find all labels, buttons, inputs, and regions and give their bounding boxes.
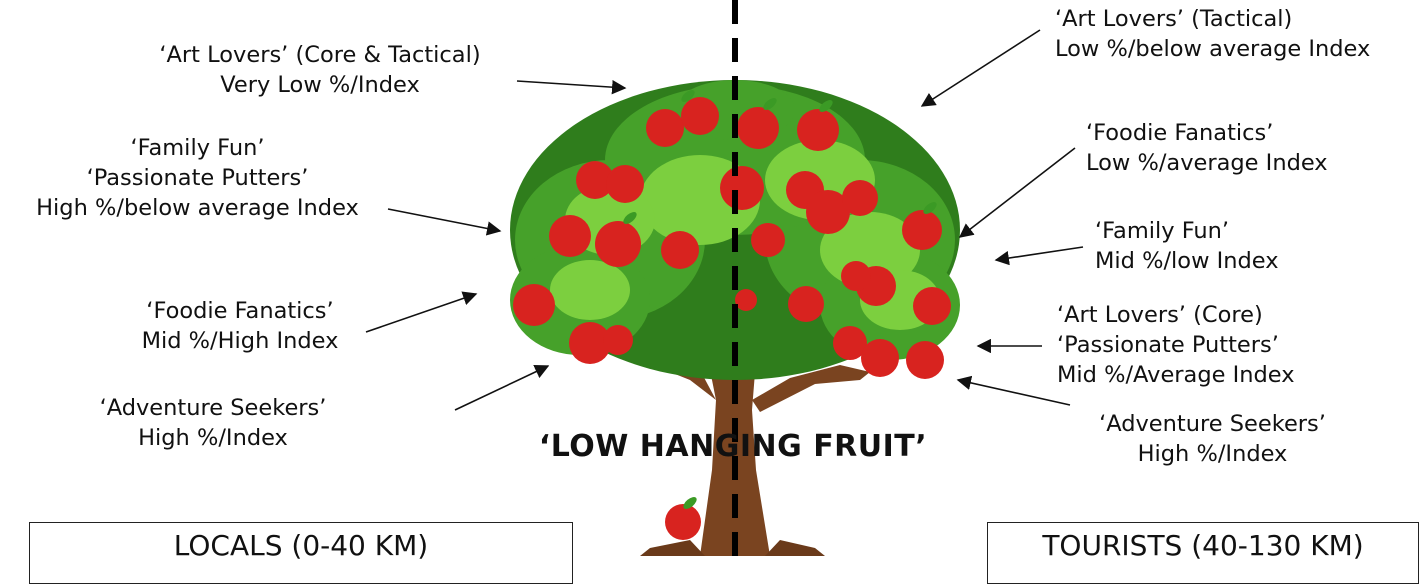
- label-line: ‘Art Lovers’ (Tactical): [1055, 4, 1415, 34]
- apple: [902, 210, 942, 250]
- right-label-adventure-seekers: ‘Adventure Seekers’ High %/Index: [1075, 409, 1350, 469]
- left-label-family-fun-putters: ‘Family Fun’ ‘Passionate Putters’ High %…: [5, 133, 390, 223]
- right-label-family-fun: ‘Family Fun’ Mid %/low Index: [1095, 216, 1335, 276]
- apple: [841, 261, 871, 291]
- label-line: High %/Index: [78, 423, 348, 453]
- arrow: [922, 30, 1040, 106]
- left-label-art-lovers: ‘Art Lovers’ (Core & Tactical) Very Low …: [130, 40, 510, 100]
- label-line: ‘Family Fun’: [5, 133, 390, 163]
- label-line: ‘Adventure Seekers’: [1075, 409, 1350, 439]
- apple: [661, 231, 699, 269]
- arrow: [958, 380, 1070, 405]
- apple: [665, 504, 701, 540]
- label-line: ‘Art Lovers’ (Core & Tactical): [130, 40, 510, 70]
- apple: [735, 289, 757, 311]
- label-line: Low %/average Index: [1086, 148, 1386, 178]
- apple: [720, 166, 764, 210]
- label-line: High %/Index: [1075, 439, 1350, 469]
- label-line: ‘Adventure Seekers’: [78, 393, 348, 423]
- label-line: Mid %/Average Index: [1057, 360, 1357, 390]
- label-line: ‘Passionate Putters’: [1057, 330, 1357, 360]
- apple: [913, 287, 951, 325]
- apple: [603, 325, 633, 355]
- low-hanging-fruit-headline: ‘LOW HANGING FRUIT’: [498, 428, 968, 466]
- tourists-box: TOURISTS (40-130 KM): [987, 522, 1419, 584]
- label-line: Very Low %/Index: [130, 70, 510, 100]
- label-line: ‘Family Fun’: [1095, 216, 1335, 246]
- apple: [681, 97, 719, 135]
- label-line: Low %/below average Index: [1055, 34, 1415, 64]
- arrow: [455, 366, 548, 410]
- left-label-adventure-seekers: ‘Adventure Seekers’ High %/Index: [78, 393, 348, 453]
- arrow: [388, 209, 500, 231]
- label-line: Mid %/low Index: [1095, 246, 1335, 276]
- apple: [797, 109, 839, 151]
- right-label-foodie-fanatics: ‘Foodie Fanatics’ Low %/average Index: [1086, 118, 1386, 178]
- label-line: ‘Passionate Putters’: [5, 163, 390, 193]
- apple: [595, 221, 641, 267]
- apple: [549, 215, 591, 257]
- apple: [751, 223, 785, 257]
- apple: [513, 284, 555, 326]
- arrow: [996, 247, 1083, 260]
- label-line: ‘Foodie Fanatics’: [1086, 118, 1386, 148]
- arrow: [960, 148, 1075, 237]
- arrow: [366, 294, 476, 332]
- arrow: [517, 81, 625, 88]
- apple: [606, 165, 644, 203]
- label-line: Mid %/High Index: [110, 326, 370, 356]
- label-line: High %/below average Index: [5, 193, 390, 223]
- left-label-foodie-fanatics: ‘Foodie Fanatics’ Mid %/High Index: [110, 296, 370, 356]
- label-line: ‘Foodie Fanatics’: [110, 296, 370, 326]
- apple: [906, 341, 944, 379]
- apple: [788, 286, 824, 322]
- right-label-art-lovers-core-putters: ‘Art Lovers’ (Core) ‘Passionate Putters’…: [1057, 300, 1357, 390]
- apple: [861, 339, 899, 377]
- apple: [842, 180, 878, 216]
- apple: [646, 109, 684, 147]
- apple: [737, 107, 779, 149]
- right-label-art-lovers-tactical: ‘Art Lovers’ (Tactical) Low %/below aver…: [1055, 4, 1415, 64]
- locals-box: LOCALS (0-40 KM): [29, 522, 573, 584]
- label-line: ‘Art Lovers’ (Core): [1057, 300, 1357, 330]
